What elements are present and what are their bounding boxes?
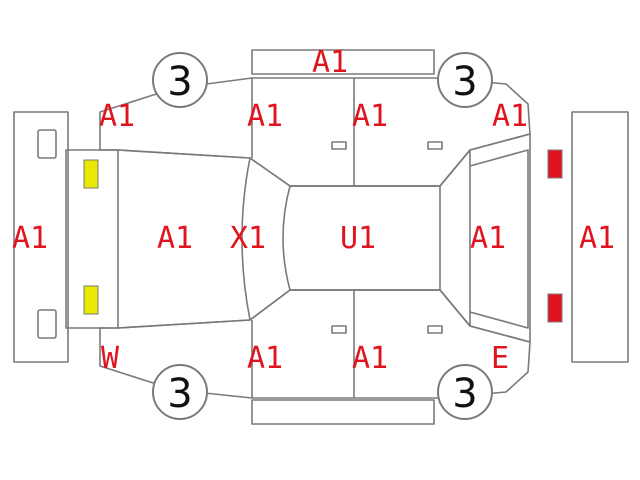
front-left-lamp — [83, 159, 99, 189]
wheel-rear-left: 3 — [437, 52, 493, 108]
wheel-front-right: 3 — [152, 364, 208, 420]
front-bumper — [13, 111, 69, 363]
code-front-bumper: A1 — [12, 221, 48, 256]
rear-left-lamp — [547, 149, 563, 179]
rear-bumper — [571, 111, 629, 363]
wheel-rear-left-number: 3 — [452, 59, 477, 105]
wheel-rear-right: 3 — [437, 364, 493, 420]
code-front-left-door: A1 — [247, 99, 283, 134]
code-rear-right-corner: E — [491, 341, 509, 376]
code-front-right-door: A1 — [247, 341, 283, 376]
car-body — [65, 49, 531, 425]
wheel-front-left: 3 — [152, 52, 208, 108]
code-rear-left-door: A1 — [352, 99, 388, 134]
code-front-right-corner: W — [101, 341, 120, 376]
code-trunk: A1 — [470, 221, 506, 256]
rear-right-lamp — [547, 293, 563, 323]
wheel-front-right-number: 3 — [167, 371, 192, 417]
code-windshield: X1 — [230, 221, 266, 256]
code-front-left-fender: A1 — [99, 99, 135, 134]
wheel-front-left-number: 3 — [167, 59, 192, 105]
code-hood: A1 — [157, 221, 193, 256]
code-rear-right-door: A1 — [352, 341, 388, 376]
code-roof: U1 — [340, 221, 376, 256]
code-rear-left-fender: A1 — [492, 99, 528, 134]
code-rear-bumper: A1 — [579, 221, 615, 256]
wheel-rear-right-number: 3 — [452, 371, 477, 417]
code-roof-top: A1 — [312, 45, 348, 80]
front-right-lamp — [83, 285, 99, 315]
